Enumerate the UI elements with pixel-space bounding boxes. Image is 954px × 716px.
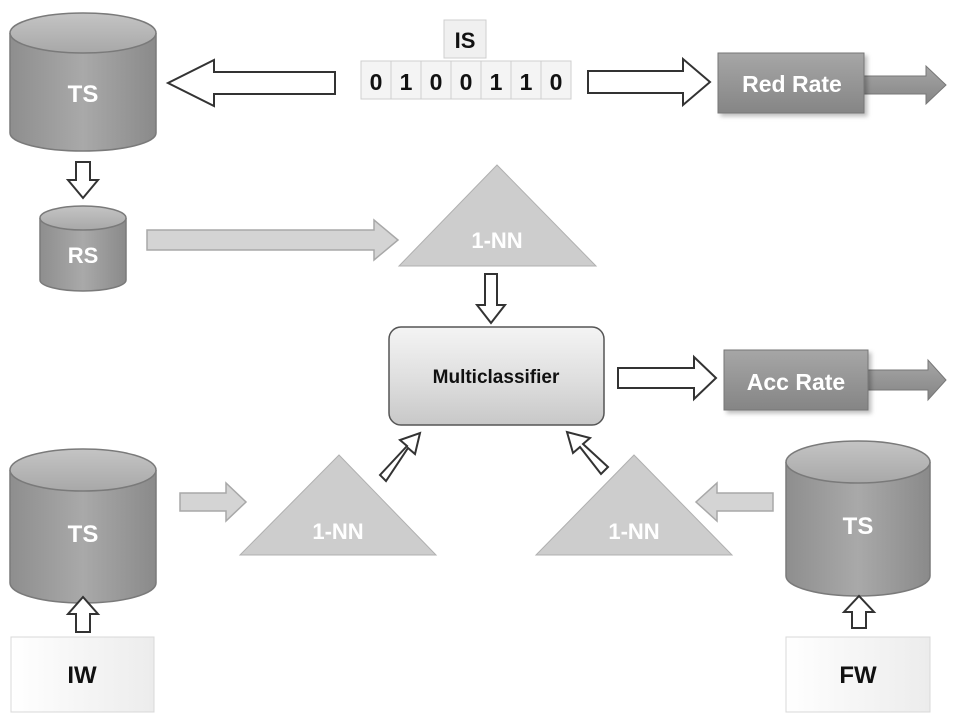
nn-top-label: 1-NN [471, 228, 522, 253]
rs-cylinder: RS [39, 205, 127, 292]
ts-right-label: TS [843, 513, 874, 540]
bit-value: 1 [400, 69, 413, 95]
bit-cell: 0 [540, 60, 572, 100]
bit-cell: 1 [510, 60, 542, 100]
arrow-mc-to-accrate [617, 354, 718, 402]
red-rate-label: Red Rate [742, 71, 842, 97]
ts-right-cylinder: TS [785, 440, 931, 597]
bit-cell: 1 [480, 60, 512, 100]
rs-label: RS [68, 243, 99, 268]
arrow-fw-to-ts [841, 594, 877, 629]
arrow-iw-to-ts [65, 595, 101, 633]
is-label: IS [455, 28, 476, 53]
nn-left-triangle: 1-NN [238, 454, 438, 556]
arrow-tsleft-to-nnleft [179, 481, 248, 523]
arrow-bits-to-redrate [587, 56, 712, 108]
nn-left-label: 1-NN [312, 519, 363, 544]
bit-cell: 1 [390, 60, 422, 100]
acc-rate-label: Acc Rate [747, 369, 845, 395]
nn-right-triangle: 1-NN [534, 454, 734, 556]
ts-top-label: TS [68, 81, 99, 108]
iw-label: IW [67, 662, 97, 689]
bit-value: 1 [490, 69, 503, 95]
bit-cell: 0 [360, 60, 392, 100]
bit-value: 0 [550, 69, 563, 95]
ts-left-cylinder: TS [9, 448, 157, 604]
multiclassifier-label: Multiclassifier [433, 367, 560, 388]
arrow-tsright-to-nnright [694, 481, 774, 523]
iw-box: IW [10, 636, 155, 713]
arrow-ts-to-rs [65, 161, 101, 200]
arrow-rs-to-nn [146, 218, 400, 262]
bit-value: 0 [460, 69, 473, 95]
fw-box: FW [785, 636, 931, 713]
bit-cell: 0 [420, 60, 452, 100]
bit-value: 0 [370, 69, 383, 95]
ts-top-cylinder: TS [9, 12, 157, 152]
ts-left-label: TS [68, 521, 99, 548]
bit-cell: 0 [450, 60, 482, 100]
fw-label: FW [839, 662, 877, 689]
bit-value: 1 [520, 69, 533, 95]
is-tab [443, 19, 487, 59]
bit-value: 0 [430, 69, 443, 95]
arrow-nnright-to-mc [565, 430, 610, 476]
nn-top-triangle: 1-NN [397, 164, 598, 267]
arrow-nnleft-to-mc [378, 431, 422, 483]
arrow-nn-to-mc [474, 273, 508, 325]
multiclassifier-box: Multiclassifier [388, 326, 605, 426]
arrow-bits-to-ts [165, 58, 336, 108]
acc-rate-box: Acc Rate [723, 349, 947, 411]
red-rate-box: Red Rate [717, 52, 947, 114]
nn-right-label: 1-NN [608, 519, 659, 544]
